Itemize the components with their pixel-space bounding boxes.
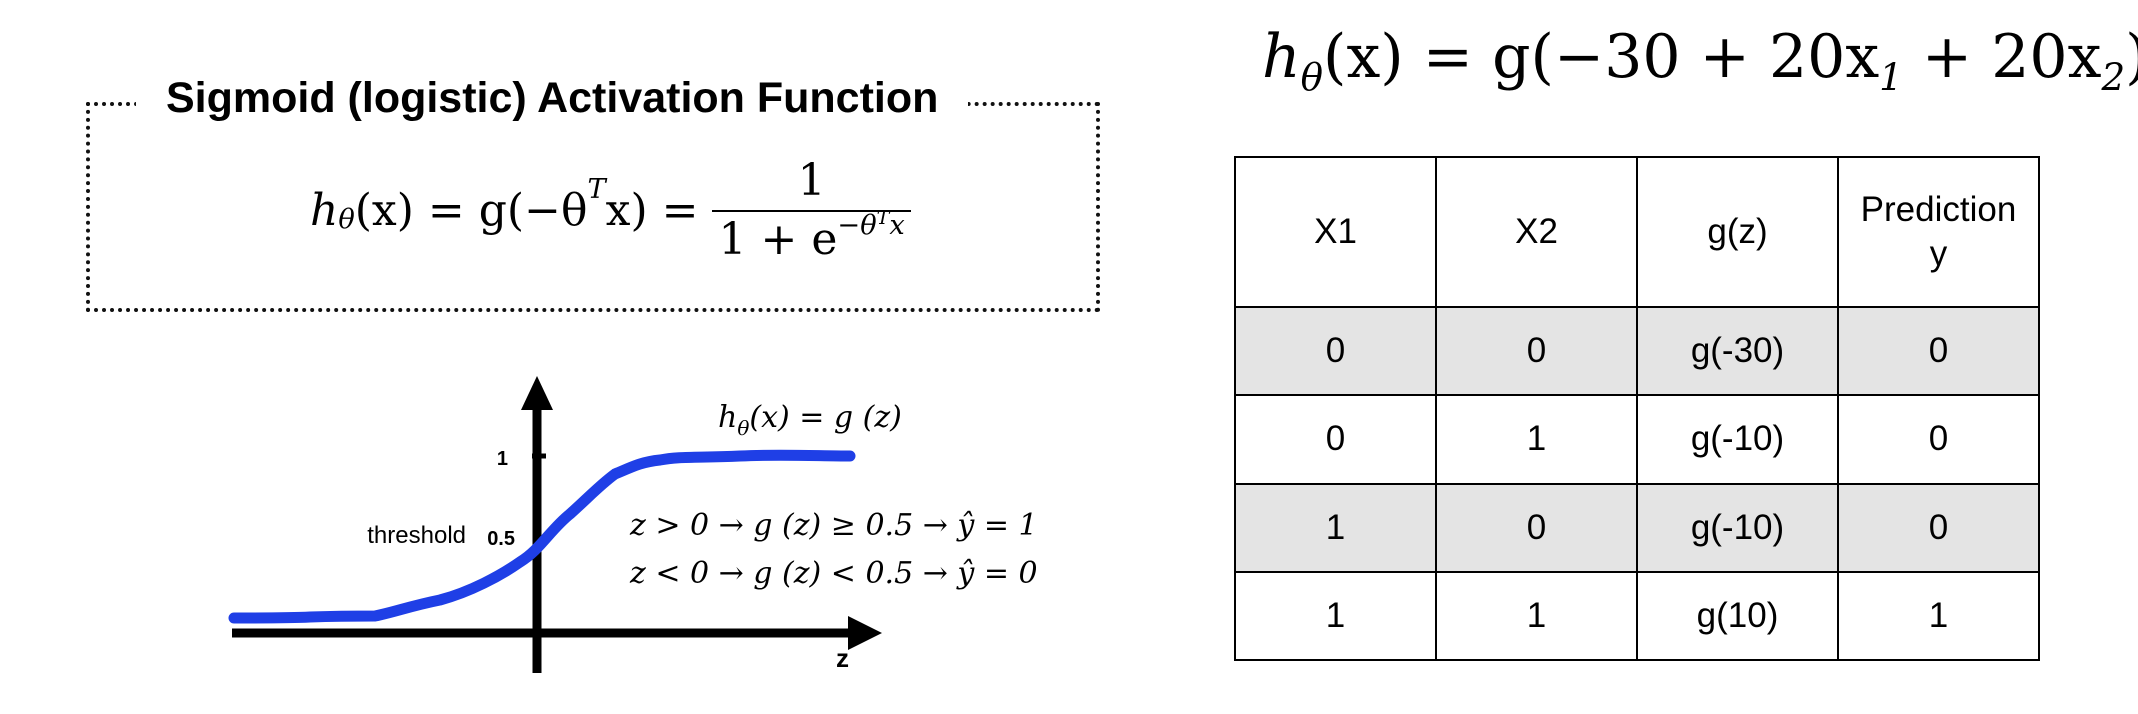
formula-arg: (x) = g(−θ <box>354 184 588 236</box>
curve-label: hθ(x) = g (z) <box>718 400 902 440</box>
header-gz: g(z) <box>1636 156 1839 308</box>
curve-label-rest: (x) = g (z) <box>749 400 902 435</box>
cell-prediction: 0 <box>1837 305 2040 397</box>
hyp-body-2: + 20x <box>1902 22 2102 92</box>
cell-x1: 0 <box>1234 394 1437 485</box>
cell-x2: 0 <box>1435 305 1638 397</box>
y-tick-05-label: 0.5 <box>487 528 515 550</box>
denominator-base: 1 + e <box>718 214 838 265</box>
y-tick-1-label: 1 <box>497 448 508 470</box>
curve-label-theta: θ <box>737 416 749 440</box>
table-row: 1 1 g(10) 1 <box>1234 570 2040 662</box>
cell-gz: g(-10) <box>1636 394 1839 485</box>
hyp-sub-2: 2 <box>2101 55 2126 100</box>
hyp-h: h <box>1262 22 1301 92</box>
formula-end: x) = <box>605 184 699 236</box>
header-x2: X2 <box>1435 156 1638 308</box>
formula-theta-sub: θ <box>338 204 355 236</box>
cell-prediction: 0 <box>1837 482 2040 573</box>
header-prediction-line2: y <box>1929 234 1948 273</box>
hyp-sub-1: 1 <box>1879 55 1903 100</box>
cell-gz: g(10) <box>1636 570 1839 662</box>
cell-x2: 0 <box>1435 482 1638 573</box>
exponent-theta: −θ <box>837 209 877 241</box>
x-axis-arrowhead <box>848 616 882 650</box>
threshold-label: threshold <box>367 522 466 549</box>
cell-x1: 1 <box>1234 570 1437 662</box>
decision-rule-positive: z > 0 → g (z) ≥ 0.5 → ŷ = 1 <box>629 508 1038 543</box>
exponent-transpose: T <box>876 206 890 229</box>
curve-label-h: h <box>718 400 737 435</box>
table-row: 0 0 g(-30) 0 <box>1234 305 2040 397</box>
cell-prediction: 1 <box>1837 570 2040 662</box>
sigmoid-curve <box>228 449 856 624</box>
fraction-numerator: 1 <box>797 155 826 206</box>
hyp-body-1: (x) = g(−30 + 20x <box>1323 22 1880 92</box>
formula-h: h <box>310 184 339 236</box>
cell-x2: 1 <box>1435 570 1638 662</box>
cell-x1: 1 <box>1234 482 1437 573</box>
sigmoid-title: Sigmoid (logistic) Activation Function <box>136 72 969 124</box>
cell-gz: g(-10) <box>1636 482 1839 573</box>
formula-transpose: T <box>587 174 606 206</box>
header-x1: X1 <box>1234 156 1437 308</box>
decision-rule-negative: z < 0 → g (z) < 0.5 → ŷ = 0 <box>629 556 1038 591</box>
table-header-row: X1 X2 g(z) Prediction y <box>1234 156 2040 308</box>
fraction-denominator: 1 + e−θTx <box>712 206 911 265</box>
hyp-theta-sub: θ <box>1300 55 1324 100</box>
hyp-body-3: ) <box>2125 22 2138 92</box>
table-row: 1 0 g(-10) 0 <box>1234 482 2040 573</box>
denominator-exponent: −θTx <box>837 206 905 241</box>
and-truth-table: X1 X2 g(z) Prediction y 0 0 g(-30) 0 0 1 … <box>1234 156 2040 662</box>
cell-x2: 1 <box>1435 394 1638 485</box>
exponent-x: x <box>889 209 905 241</box>
y-axis-arrowhead <box>521 376 553 410</box>
cell-x1: 0 <box>1234 305 1437 397</box>
formula-fraction: 1 1 + e−θTx <box>712 155 911 265</box>
table-row: 0 1 g(-10) 0 <box>1234 394 2040 485</box>
cell-prediction: 0 <box>1837 394 2040 485</box>
header-prediction-line1: Prediction <box>1860 190 2017 229</box>
network-hypothesis-formula: hθ(x) = g(−30 + 20x1 + 20x2) <box>1262 22 2138 99</box>
sigmoid-graph: 1 0.5 threshold z hθ(x) = g (z) z > 0 → … <box>228 376 1038 673</box>
x-axis-label: z <box>836 643 849 673</box>
cell-gz: g(-30) <box>1636 305 1839 397</box>
header-prediction: Prediction y <box>1837 156 2040 308</box>
